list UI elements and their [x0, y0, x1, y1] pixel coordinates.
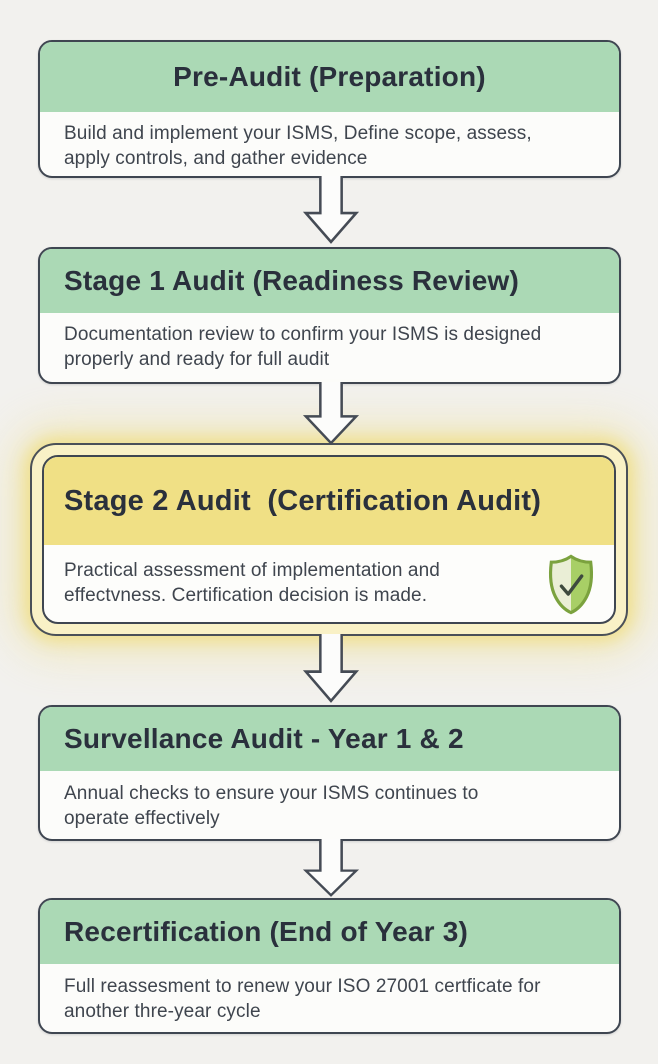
step-body: Practical assessment of implementation a…	[44, 545, 614, 622]
step-description: Full reassesment to renew your ISO 27001…	[64, 976, 541, 1022]
step-title: Survellance Audit - Year 1 & 2	[64, 723, 464, 754]
step-title: Pre-Audit (Preparation)	[173, 61, 486, 92]
step-description: Documentation review to confirm your ISM…	[64, 324, 542, 370]
shield-check-icon	[544, 553, 598, 615]
highlighted-step-outline: Stage 2 Audit (Certification Audit) Prac…	[30, 443, 628, 636]
step-box-pre-audit: Pre-Audit (Preparation) Build and implem…	[38, 40, 621, 178]
step-box-surveillance-audit: Survellance Audit - Year 1 & 2 Annual ch…	[38, 705, 621, 841]
step-description: Build and implement your ISMS, Define sc…	[64, 123, 532, 169]
step-title: Recertification (End of Year 3)	[64, 916, 469, 947]
step-header: Recertification (End of Year 3)	[40, 900, 619, 964]
step-box-recertification: Recertification (End of Year 3) Full rea…	[38, 898, 621, 1034]
step-description: Annual checks to ensure your ISMS contin…	[64, 783, 479, 829]
step-box-stage-1-audit: Stage 1 Audit (Readiness Review) Documen…	[38, 247, 621, 384]
down-arrow-icon	[300, 382, 362, 445]
step-title: Stage 1 Audit (Readiness Review)	[64, 265, 520, 296]
down-arrow-icon	[300, 176, 362, 244]
step-description: Practical assessment of implementation a…	[64, 560, 440, 606]
step-box-stage-2-audit: Stage 2 Audit (Certification Audit) Prac…	[42, 455, 616, 624]
down-arrow-icon	[300, 839, 362, 897]
step-header: Pre-Audit (Preparation)	[40, 42, 619, 112]
step-title: Stage 2 Audit (Certification Audit)	[64, 484, 542, 517]
step-header: Stage 1 Audit (Readiness Review)	[40, 249, 619, 313]
step-header: Stage 2 Audit (Certification Audit)	[44, 457, 614, 545]
down-arrow-icon	[300, 634, 362, 703]
step-header: Survellance Audit - Year 1 & 2	[40, 707, 619, 771]
